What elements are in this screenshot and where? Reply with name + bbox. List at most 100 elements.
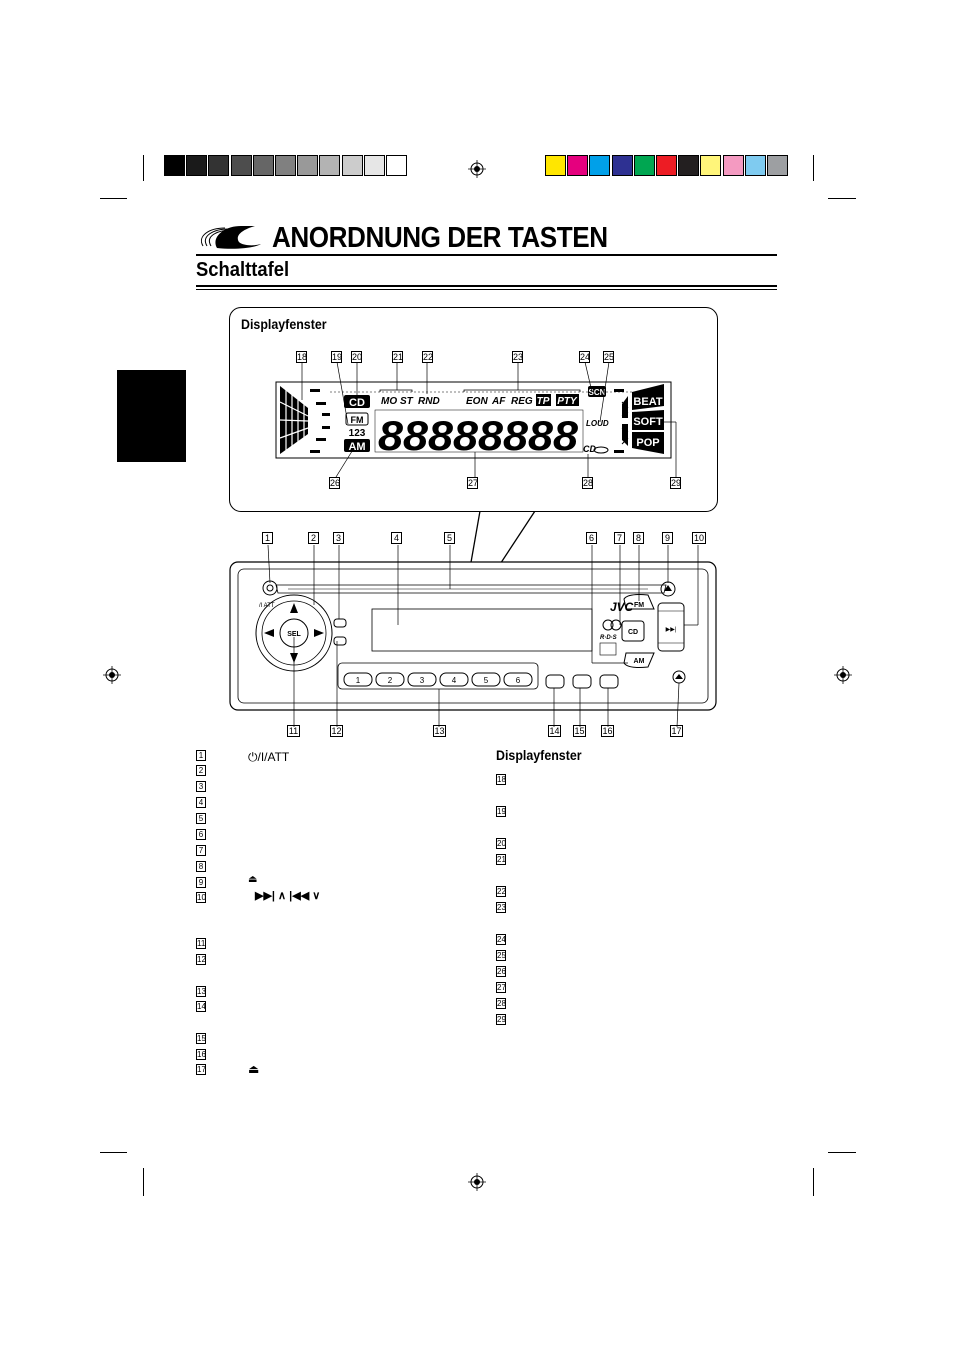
callout-24: 24	[579, 351, 591, 363]
svg-text:CD: CD	[583, 444, 596, 454]
section-logo-icon	[201, 226, 261, 249]
callout-5: 5	[444, 532, 455, 544]
callout-12: 12	[330, 725, 343, 737]
svg-text:CD: CD	[628, 629, 638, 636]
gray-swatch	[341, 155, 363, 176]
color-swatch	[744, 155, 766, 176]
svg-text:FM: FM	[351, 415, 364, 425]
preset-label: 2	[388, 676, 393, 685]
title-rule	[196, 254, 777, 256]
svg-text:BEAT: BEAT	[633, 396, 662, 408]
svg-text:MO: MO	[381, 396, 397, 407]
gray-swatch	[297, 155, 319, 176]
callout-8: 8	[633, 532, 644, 544]
callout-28: 28	[582, 477, 594, 489]
list-number: 10	[196, 892, 206, 903]
callout-22: 22	[422, 351, 434, 363]
callout-25: 25	[603, 351, 615, 363]
svg-text:RND: RND	[418, 396, 440, 407]
level-meter-left-icon	[279, 386, 330, 454]
list-number: 26	[496, 966, 506, 977]
callout-18: 18	[296, 351, 308, 363]
section-subtitle: Schalttafel	[196, 259, 290, 281]
list-number: 29	[496, 1014, 506, 1025]
callout-13: 13	[433, 725, 446, 737]
gray-swatch	[363, 155, 385, 176]
svg-text:88888888: 88888888	[378, 412, 579, 459]
item-9-symbol: ⏏	[248, 874, 258, 885]
item-10-symbol: ▶▶| ∧ |◀◀ ∨	[255, 890, 321, 902]
fm-indicator	[345, 412, 369, 426]
list-number: 5	[196, 813, 206, 824]
gray-swatch	[386, 155, 407, 176]
subtitle-rule-top	[196, 285, 777, 287]
language-tab	[117, 370, 186, 462]
svg-text:SCN: SCN	[589, 388, 606, 397]
crop-mark	[813, 1168, 814, 1196]
preset-button	[375, 672, 405, 687]
gray-swatch	[164, 155, 185, 176]
svg-text:AF: AF	[491, 396, 506, 407]
list-number: 6	[196, 829, 206, 840]
callout-21: 21	[392, 351, 404, 363]
callout-23: 23	[512, 351, 524, 363]
item-1-symbol: ⏻/I/ATT	[248, 750, 290, 764]
color-swatch	[656, 155, 677, 176]
svg-text:SOFT: SOFT	[633, 416, 663, 428]
svg-text:EON: EON	[466, 396, 488, 407]
preset-button	[503, 672, 533, 687]
callout-19: 19	[331, 351, 343, 363]
list-number: 9	[196, 877, 206, 888]
svg-text:PTY: PTY	[557, 396, 578, 407]
cd-indicator	[344, 395, 370, 408]
lcd-display: CD FM 123 AM MO ST RND EON AF REG TP PTY…	[275, 362, 677, 477]
callout-16: 16	[601, 725, 614, 737]
svg-text:POP: POP	[636, 437, 659, 449]
segment-digits: 88888888	[378, 412, 579, 459]
svg-text:FM: FM	[634, 602, 644, 609]
crop-mark	[828, 198, 856, 199]
color-swatch	[567, 155, 589, 176]
preset-button	[343, 672, 373, 687]
registration-mark-icon	[103, 666, 121, 684]
svg-text:AM: AM	[634, 658, 645, 665]
registration-mark-icon	[468, 160, 486, 178]
svg-text:123: 123	[349, 428, 366, 439]
preset-label: 6	[516, 676, 521, 685]
list-number: 4	[196, 797, 206, 808]
svg-text:AM: AM	[348, 441, 365, 453]
preset-label: 5	[484, 676, 489, 685]
preset-button	[471, 672, 501, 687]
svg-text:TP: TP	[537, 396, 550, 407]
preset-label: 1	[356, 676, 361, 685]
callout-4: 4	[391, 532, 402, 544]
svg-text:▶▶|: ▶▶|	[666, 627, 677, 633]
svg-text:LOUD: LOUD	[586, 419, 609, 428]
callout-27: 27	[467, 477, 479, 489]
crop-mark	[143, 155, 144, 181]
crop-mark	[143, 1168, 144, 1196]
crop-mark	[100, 1152, 127, 1153]
list-number: 3	[196, 781, 206, 792]
registration-mark-icon	[834, 666, 852, 684]
display-window-label: Displayfenster	[241, 317, 327, 332]
page-title: ANORDNUNG DER TASTEN	[272, 222, 608, 254]
subtitle-rule-bottom	[196, 289, 777, 290]
list-number: 13	[196, 986, 206, 997]
color-swatch	[767, 155, 788, 176]
preset-button	[407, 672, 437, 687]
callout-3: 3	[333, 532, 344, 544]
callout-2: 2	[308, 532, 319, 544]
color-swatch	[633, 155, 655, 176]
gray-swatch	[252, 155, 274, 176]
crop-mark	[813, 155, 814, 181]
list-number: 16	[196, 1049, 206, 1060]
item-17-symbol: ⏏	[248, 1062, 260, 1076]
list-number: 11	[196, 938, 206, 949]
svg-text:JVC: JVC	[610, 600, 634, 614]
list-number: 23	[496, 902, 506, 913]
gray-swatch	[275, 155, 296, 176]
list-number: 15	[196, 1033, 206, 1044]
list-number: 8	[196, 861, 206, 872]
